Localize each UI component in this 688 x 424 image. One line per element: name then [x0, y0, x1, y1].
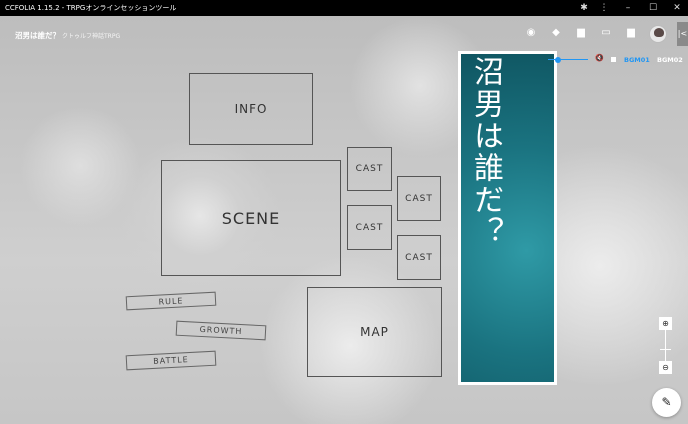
- window-titlebar: CCFOLIA 1.15.2 - TRPGオンラインセッションツール: [0, 0, 688, 16]
- room-subtitle: クトゥルフ神話TRPG: [62, 33, 121, 40]
- layers-icon[interactable]: ◆: [552, 27, 560, 38]
- zoom-slider-thumb[interactable]: [660, 349, 671, 350]
- scene-box[interactable]: SCENE: [161, 160, 341, 276]
- room-title: 沼男は誰だ？: [15, 31, 60, 40]
- volume-slider-track[interactable]: [548, 59, 588, 60]
- cast-box[interactable]: CAST: [347, 205, 392, 250]
- panel-title-text: 沼男は誰だ？: [468, 56, 503, 248]
- maximize-button[interactable]: ☐: [648, 3, 658, 13]
- info-box[interactable]: INFO: [189, 73, 313, 145]
- screen-icon[interactable]: ▭: [601, 27, 611, 38]
- scene-icon[interactable]: ▆: [627, 27, 635, 38]
- volume-slider-thumb[interactable]: [555, 57, 561, 63]
- more-menu-icon[interactable]: ⋮: [599, 3, 609, 13]
- cast-box[interactable]: CAST: [397, 235, 441, 280]
- map-box[interactable]: MAP: [307, 287, 442, 377]
- bgm-track-2[interactable]: BGM02: [657, 56, 683, 64]
- zoom-slider[interactable]: [665, 330, 666, 361]
- bgm-track-1[interactable]: BGM01: [624, 56, 650, 64]
- extensions-icon[interactable]: ✱: [580, 3, 588, 13]
- cast-box[interactable]: CAST: [347, 147, 392, 191]
- window-title: CCFOLIA 1.15.2 - TRPGオンラインセッションツール: [5, 4, 177, 12]
- title-panel-image[interactable]: 沼男は誰だ？: [458, 51, 557, 385]
- chat-icon[interactable]: ▆: [577, 27, 585, 38]
- collapse-sidebar-button[interactable]: |<: [677, 22, 688, 46]
- edit-pencil-button[interactable]: ✎: [652, 388, 681, 417]
- close-button[interactable]: ✕: [673, 3, 681, 13]
- board-stage[interactable]: [0, 16, 688, 424]
- stop-icon[interactable]: [611, 57, 616, 62]
- cast-box[interactable]: CAST: [397, 176, 441, 221]
- mute-icon[interactable]: 🔇: [595, 54, 604, 62]
- zoom-in-icon[interactable]: ⊕: [659, 317, 672, 330]
- dice-icon[interactable]: ◉: [526, 27, 536, 38]
- avatar[interactable]: [649, 25, 667, 43]
- minimize-button[interactable]: –: [625, 3, 631, 13]
- zoom-out-icon[interactable]: ⊖: [659, 361, 672, 374]
